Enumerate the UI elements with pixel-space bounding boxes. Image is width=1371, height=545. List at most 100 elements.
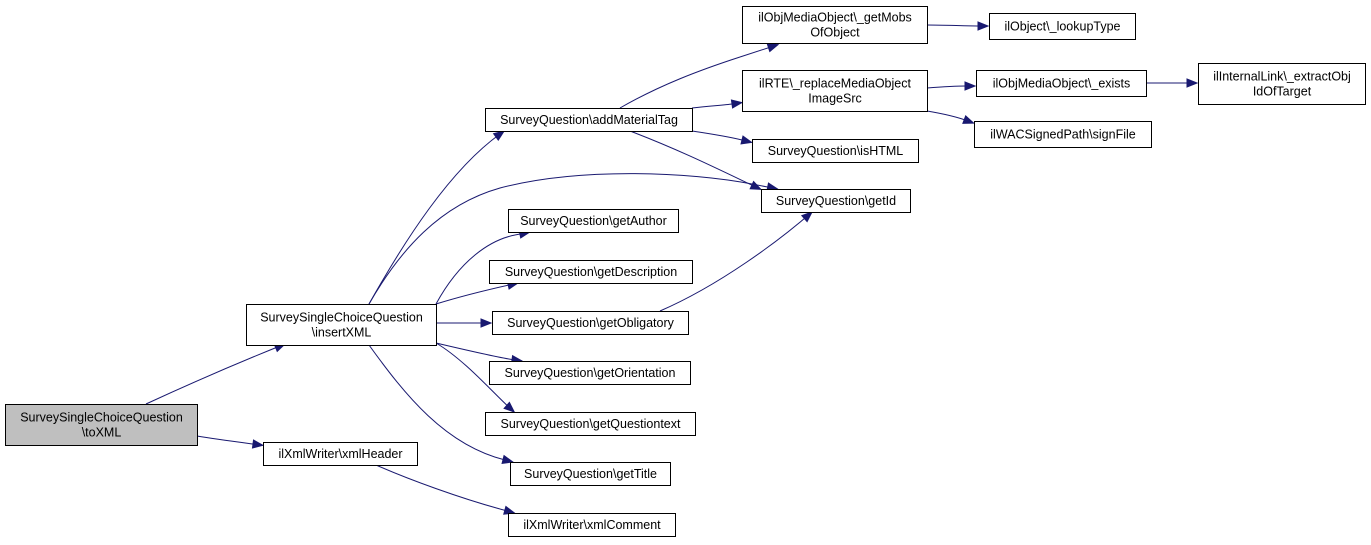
node-getdescription[interactable]: SurveyQuestion\getDescription: [489, 260, 693, 284]
node-label: OfObject: [810, 26, 860, 40]
node-box: [489, 361, 691, 385]
node-label: SurveyQuestion\isHTML: [768, 144, 904, 158]
edge-insertxml-to-getobligatory: [436, 318, 493, 328]
node-box: [263, 442, 418, 466]
nodes-layer: SurveySingleChoiceQuestion\toXMLSurveySi…: [5, 6, 1366, 537]
edge-line: [368, 133, 501, 305]
node-getid[interactable]: SurveyQuestion\getId: [761, 189, 911, 213]
node-box: [508, 513, 676, 537]
edge-replacemedia-to-exists: [926, 81, 977, 91]
edge-line: [926, 85, 967, 89]
edge-line: [619, 56, 741, 109]
node-gettitle[interactable]: SurveyQuestion\getTitle: [510, 462, 671, 486]
edge-insertxml-to-getquestiontext: [435, 342, 516, 413]
edge-insertxml-to-getid: [368, 173, 779, 305]
node-box: [489, 260, 693, 284]
node-xmlcomment[interactable]: ilXmlWriter\xmlComment: [508, 513, 676, 537]
node-label: SurveyQuestion\getObligatory: [507, 316, 675, 330]
node-label: ilXmlWriter\xmlHeader: [278, 447, 402, 461]
edge-line: [435, 342, 516, 361]
node-box: [752, 139, 919, 163]
node-label: SurveyQuestion\getTitle: [524, 467, 657, 481]
node-box: [976, 70, 1147, 97]
node-getauthor[interactable]: SurveyQuestion\getAuthor: [508, 209, 679, 233]
node-toxml[interactable]: SurveySingleChoiceQuestion\toXML: [5, 404, 198, 446]
node-signfile[interactable]: ilWACSignedPath\signFile: [974, 121, 1152, 148]
node-exists[interactable]: ilObjMediaObject\_exists: [976, 70, 1147, 97]
node-label: ilRTE\_replaceMediaObject: [759, 77, 911, 91]
edge-arrowhead: [964, 81, 977, 91]
node-label: SurveyQuestion\getOrientation: [505, 366, 676, 380]
edge-line: [926, 24, 980, 27]
node-box: [989, 13, 1136, 40]
edge-getobligatory-to-getid: [659, 211, 814, 312]
edge-toxml-to-xmlheader: [196, 435, 265, 449]
node-box: [492, 311, 689, 335]
edge-arrowhead: [962, 114, 975, 124]
edge-arrowhead: [503, 401, 516, 413]
edge-arrowhead: [480, 318, 493, 328]
node-label: ilWACSignedPath\signFile: [990, 128, 1135, 142]
node-box: [761, 189, 911, 213]
edge-arrowhead: [800, 211, 814, 223]
node-xmlheader[interactable]: ilXmlWriter\xmlHeader: [263, 442, 418, 466]
edge-insertxml-to-gettitle: [368, 344, 515, 464]
node-getobligatory[interactable]: SurveyQuestion\getObligatory: [492, 311, 689, 335]
node-addmaterialtag[interactable]: SurveyQuestion\addMaterialTag: [485, 108, 693, 132]
edge-line: [145, 343, 286, 405]
node-label: ilObjMediaObject\_exists: [993, 77, 1131, 91]
edge-line: [691, 103, 733, 109]
edge-arrowhead: [492, 130, 506, 142]
edge-line: [629, 130, 761, 190]
node-label: SurveySingleChoiceQuestion: [260, 311, 423, 325]
node-label: SurveySingleChoiceQuestion: [20, 411, 183, 425]
node-label: SurveyQuestion\getDescription: [505, 265, 677, 279]
edge-insertxml-to-getorientation: [435, 342, 524, 365]
node-label: \toXML: [82, 426, 122, 440]
node-label: ilXmlWriter\xmlComment: [523, 518, 661, 532]
edge-insertxml-to-addmaterialtag: [368, 130, 506, 305]
edge-arrowhead: [730, 99, 744, 109]
edge-arrowhead: [501, 454, 515, 464]
node-ishtml[interactable]: SurveyQuestion\isHTML: [752, 139, 919, 163]
node-insertxml[interactable]: SurveySingleChoiceQuestion\insertXML: [246, 304, 437, 346]
node-box: [742, 6, 928, 44]
edge-line: [435, 234, 516, 305]
edge-arrowhead: [766, 43, 780, 53]
edge-replacemedia-to-signfile: [926, 110, 975, 124]
edge-addmaterialtag-to-getid: [629, 130, 763, 191]
edge-line: [368, 173, 753, 305]
node-label: ilInternalLink\_extractObj: [1213, 70, 1351, 84]
node-box: [510, 462, 671, 486]
edge-line: [435, 342, 513, 411]
edge-addmaterialtag-to-replacemedia: [691, 99, 744, 109]
edge-xmlheader-to-xmlcomment: [375, 464, 516, 515]
node-label: SurveyQuestion\getQuestiontext: [501, 417, 681, 431]
edge-line: [196, 435, 254, 445]
node-box: [485, 108, 693, 132]
node-getorientation[interactable]: SurveyQuestion\getOrientation: [489, 361, 691, 385]
node-box: [742, 70, 928, 112]
node-label: SurveyQuestion\getId: [776, 194, 896, 208]
edge-line: [691, 130, 743, 141]
node-label: ilObjMediaObject\_getMobs: [758, 11, 912, 25]
edge-line: [435, 282, 519, 305]
edge-line: [375, 464, 501, 510]
node-box: [5, 404, 198, 446]
edge-line: [926, 110, 969, 122]
edge-getmobs-to-lookuptype: [926, 21, 990, 31]
edge-line: [659, 211, 813, 312]
node-label: ImageSrc: [808, 92, 862, 106]
node-box: [974, 121, 1152, 148]
node-lookuptype[interactable]: ilObject\_lookupType: [989, 13, 1136, 40]
edge-arrowhead: [977, 21, 990, 31]
edge-arrowhead: [749, 180, 763, 191]
node-getquestiontext[interactable]: SurveyQuestion\getQuestiontext: [485, 412, 696, 436]
node-label: SurveyQuestion\addMaterialTag: [500, 113, 678, 127]
node-label: SurveyQuestion\getAuthor: [520, 214, 667, 228]
edge-exists-to-extractobj: [1146, 78, 1199, 88]
